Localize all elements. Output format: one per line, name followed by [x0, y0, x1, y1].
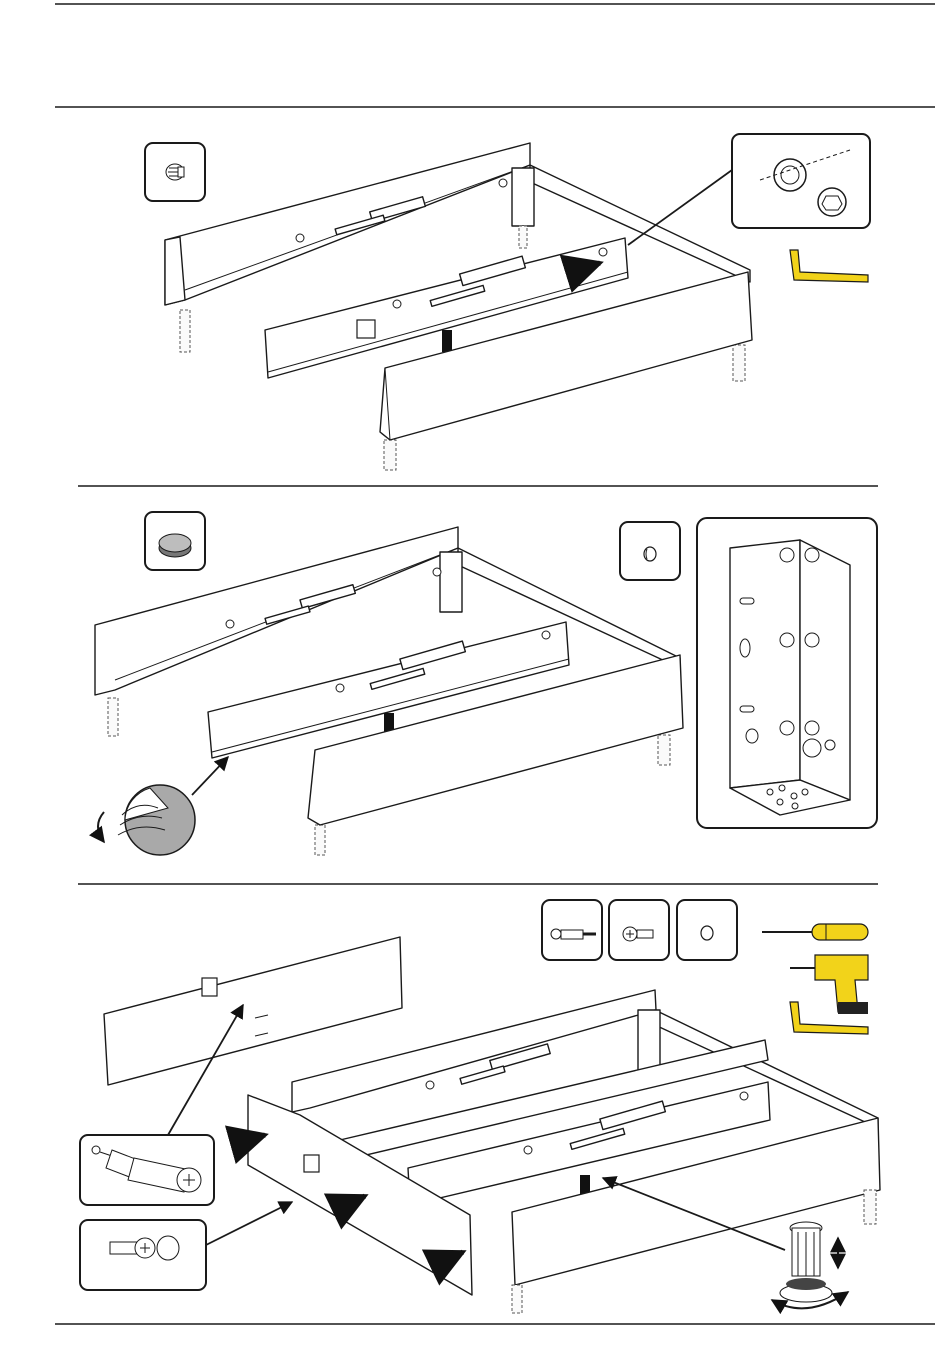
corner-bracket: [638, 1010, 660, 1070]
corner-bracket-detail-icon: [730, 540, 850, 815]
step-1-illustration: [145, 134, 870, 470]
power-drill-icon: [790, 955, 868, 1014]
side-panel-label: [304, 1155, 319, 1172]
felt-pad-application-icon: [98, 785, 195, 855]
step-2-illustration: [95, 512, 877, 855]
corner-bracket: [440, 552, 462, 612]
cam-lock-icon: [166, 164, 184, 180]
adjustable-leg-icon: [772, 1222, 848, 1308]
step-3-illustration: [80, 900, 880, 1313]
middle-rail-label: [357, 320, 375, 338]
headboard-label: [202, 978, 217, 996]
screwdriver-icon: [762, 924, 868, 940]
center-support-strip: [442, 330, 452, 352]
allen-key-icon: [790, 250, 868, 282]
felt-pad-icon: [159, 534, 191, 557]
headboard-panel: [104, 937, 402, 1085]
corner-bracket: [512, 168, 534, 226]
cover-cap-icon: [701, 926, 713, 940]
cover-cap-icon: [644, 547, 656, 561]
